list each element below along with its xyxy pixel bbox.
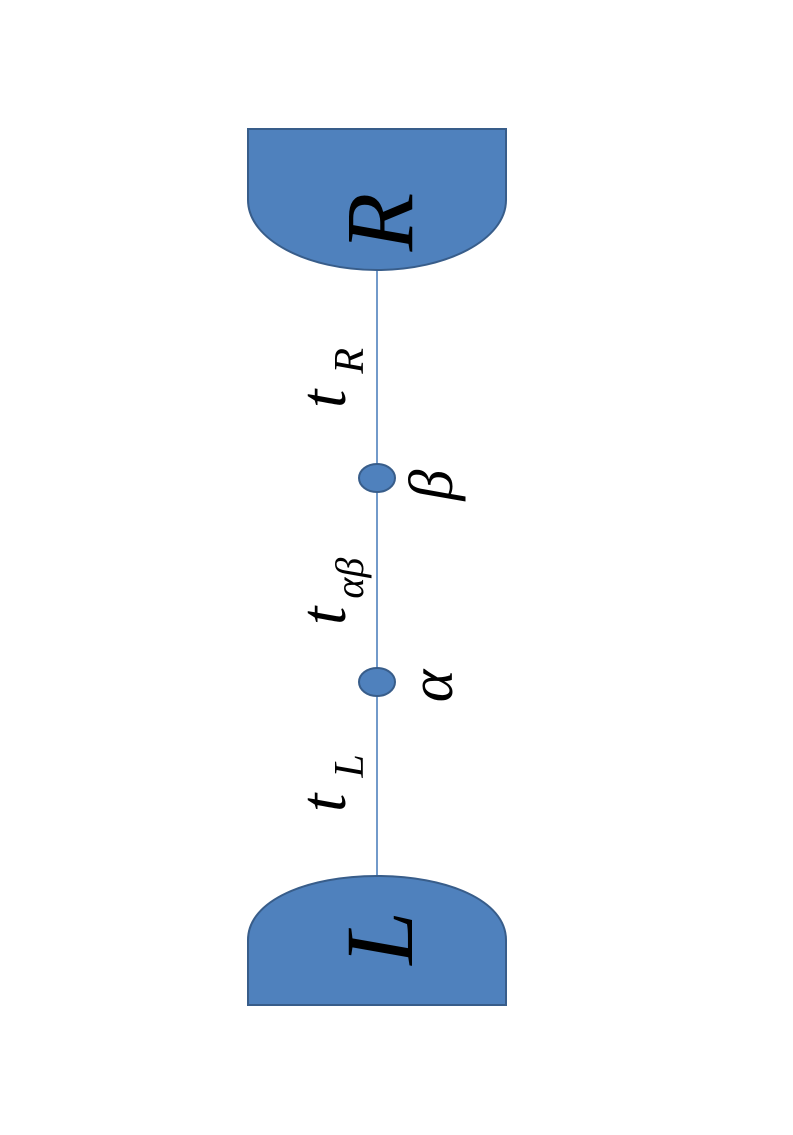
- hopping-right-base: t: [287, 388, 360, 408]
- site-alpha-label: α: [398, 668, 466, 702]
- left-lead: [247, 874, 507, 1006]
- hopping-middle-subscript: αβ: [327, 558, 372, 599]
- hopping-middle-base: t: [287, 605, 360, 625]
- site-alpha: [358, 667, 396, 697]
- left-lead-label: L: [326, 911, 433, 966]
- hopping-middle-label: t αβ: [287, 558, 372, 625]
- hopping-left-label: t L: [287, 754, 373, 812]
- hopping-right-subscript: R: [327, 348, 373, 375]
- hopping-left-base: t: [287, 792, 360, 812]
- right-lead-label: R: [326, 193, 433, 253]
- site-beta: [358, 463, 396, 493]
- right-lead: [247, 128, 507, 272]
- hopping-left-subscript: L: [327, 754, 373, 778]
- hopping-right-label: t R: [287, 348, 373, 408]
- site-beta-label: β: [398, 469, 466, 501]
